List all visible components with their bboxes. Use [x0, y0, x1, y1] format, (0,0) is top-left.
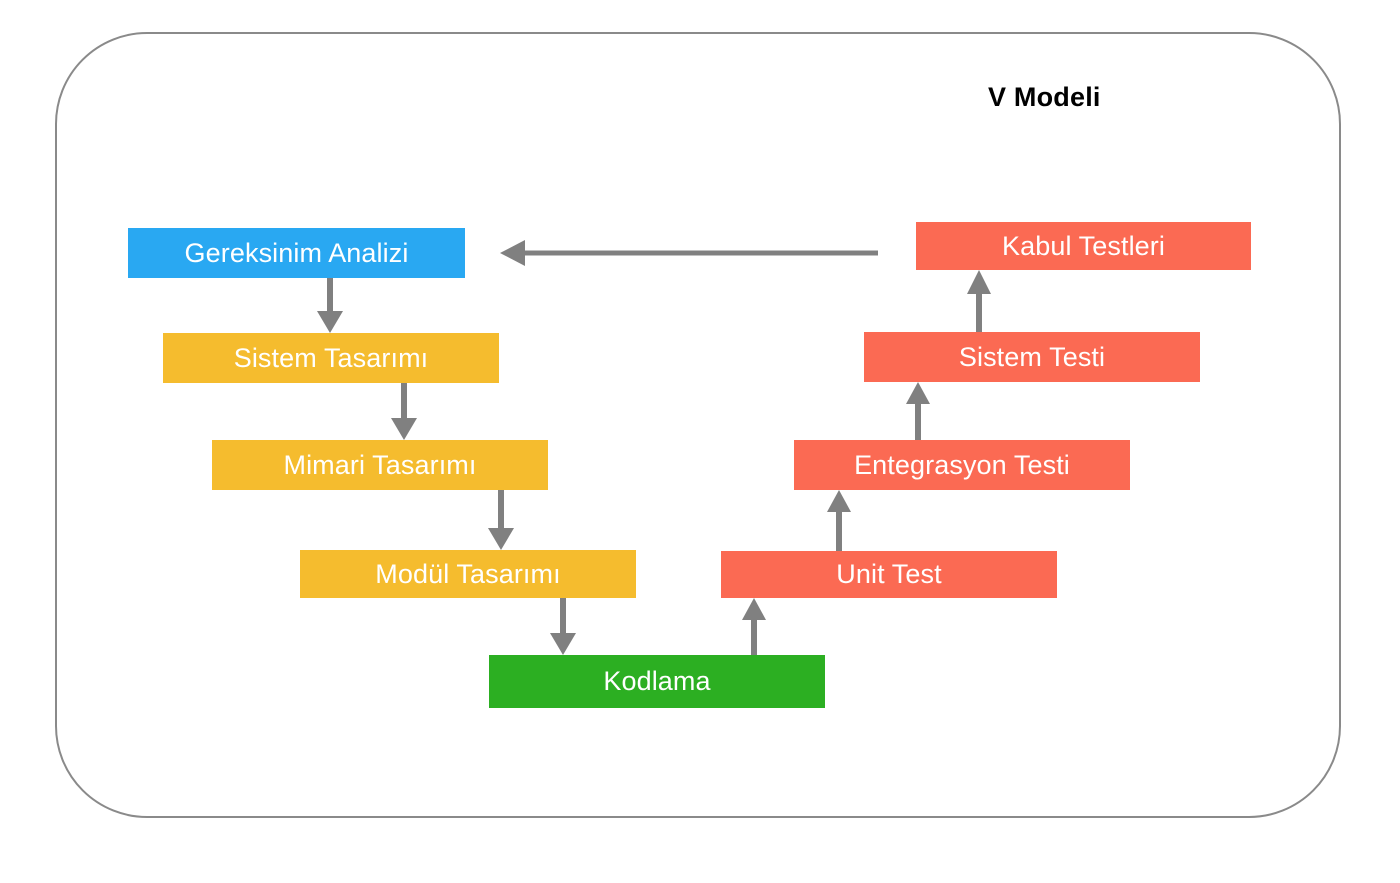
node-sistem-tasarimi[interactable]: Sistem Tasarımı	[163, 333, 499, 383]
node-modul-tasarimi[interactable]: Modül Tasarımı	[300, 550, 636, 598]
node-label: Unit Test	[836, 559, 942, 589]
node-label: Gereksinim Analizi	[184, 237, 409, 268]
node-label: Kabul Testleri	[1002, 230, 1165, 261]
diagram-frame	[55, 32, 1341, 818]
node-mimari-tasarimi[interactable]: Mimari Tasarımı	[212, 440, 548, 490]
node-kabul-testleri[interactable]: Kabul Testleri	[916, 222, 1251, 270]
node-label: Entegrasyon Testi	[854, 449, 1070, 480]
node-label: Sistem Tasarımı	[233, 342, 429, 373]
node-entegrasyon-testi[interactable]: Entegrasyon Testi	[794, 440, 1130, 490]
node-sistem-testi[interactable]: Sistem Testi	[864, 332, 1200, 382]
node-unit-test[interactable]: Unit Test	[721, 551, 1057, 598]
page-title: V Modeli	[988, 82, 1101, 112]
node-label: Modül Tasarımı	[375, 558, 561, 589]
node-kodlama[interactable]: Kodlama	[489, 655, 825, 708]
node-gereksinim-analizi[interactable]: Gereksinim Analizi	[128, 228, 465, 278]
node-label: Kodlama	[603, 666, 711, 696]
node-label: Sistem Testi	[958, 341, 1106, 372]
node-label: Mimari Tasarımı	[283, 449, 477, 480]
